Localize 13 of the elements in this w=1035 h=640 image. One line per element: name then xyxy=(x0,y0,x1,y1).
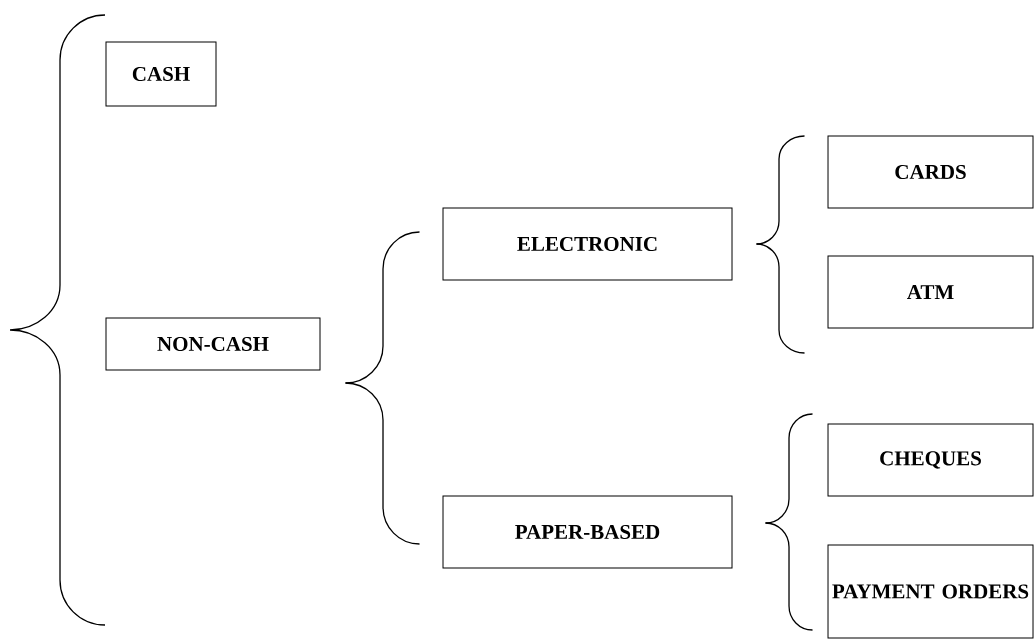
label-box: CARDS xyxy=(827,135,1034,209)
label-box: PAPER-BASED xyxy=(442,495,733,569)
label-box: PAYMENT ORDERS xyxy=(827,544,1034,639)
label-box: ELECTRONIC xyxy=(442,207,733,281)
brace xyxy=(764,413,814,524)
label-box: ATM xyxy=(827,255,1034,329)
label-box: CASH xyxy=(105,41,217,107)
label-box: NON-CASH xyxy=(105,317,321,371)
brace xyxy=(344,382,421,545)
brace xyxy=(755,243,806,354)
brace xyxy=(764,522,814,631)
label-box: CHEQUES xyxy=(827,423,1034,497)
brace xyxy=(344,231,421,384)
